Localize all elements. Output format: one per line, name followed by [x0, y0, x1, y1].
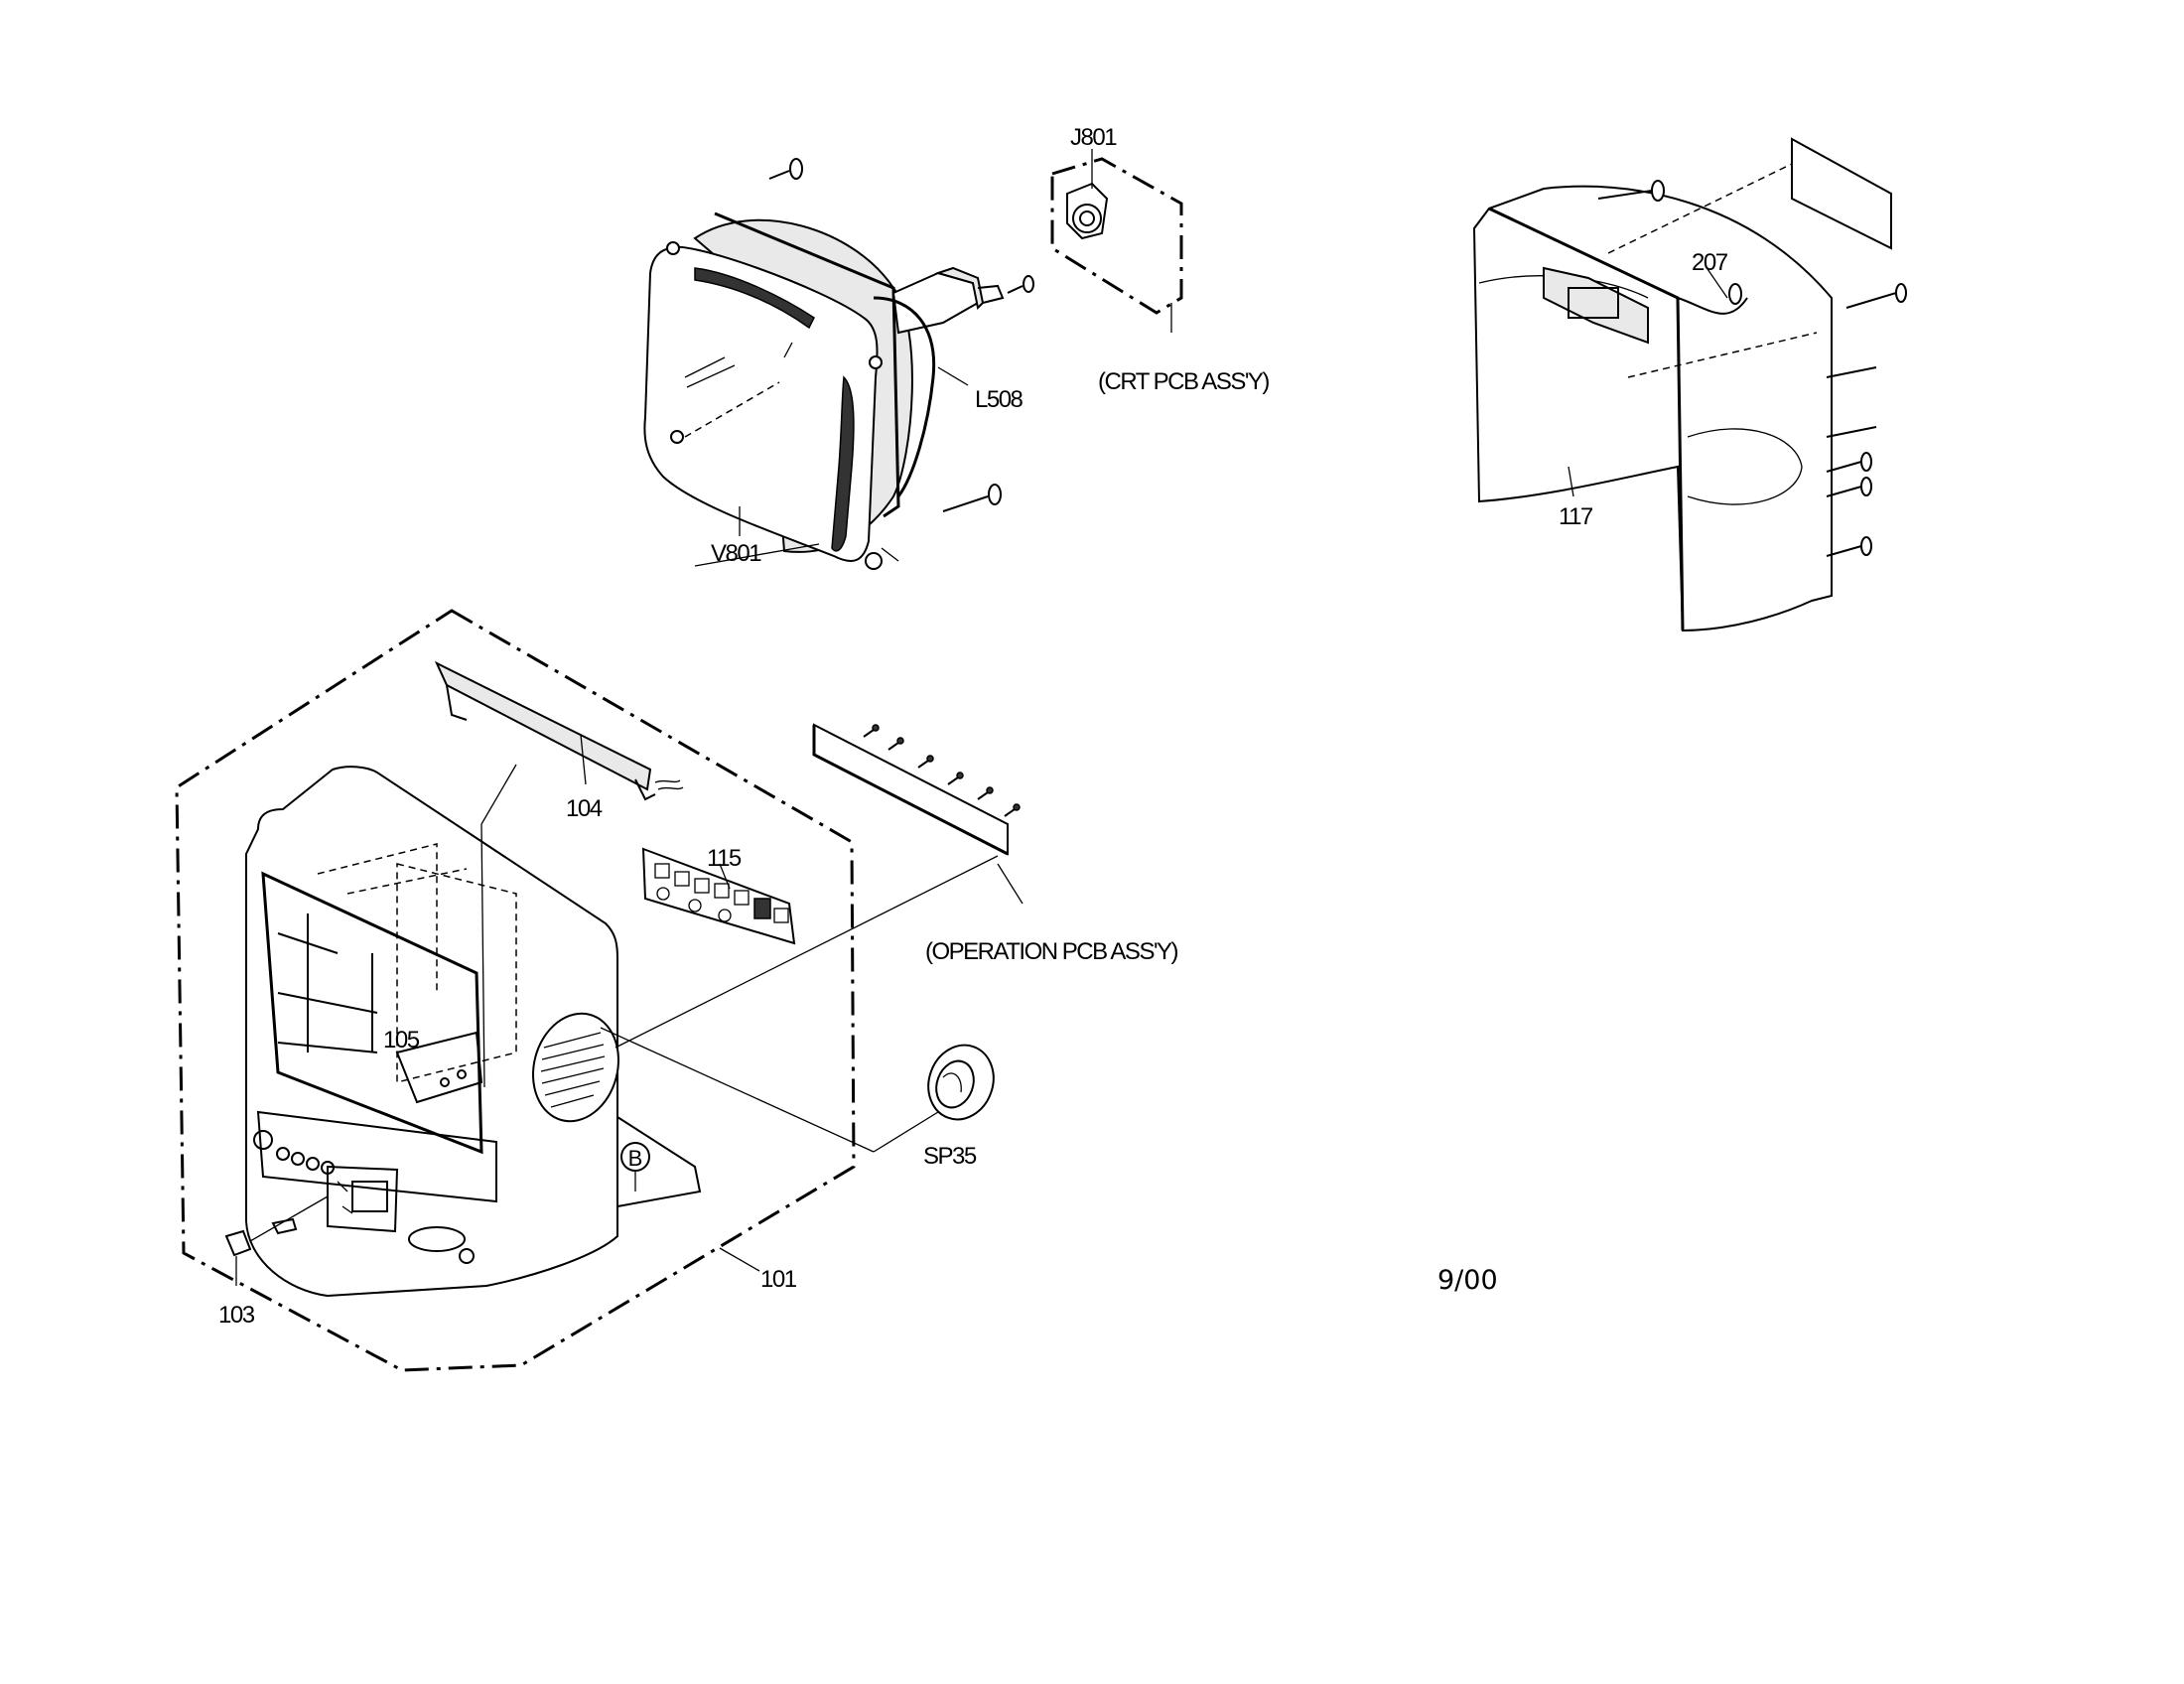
- part-115-board: [641, 847, 796, 945]
- label-j801: J801: [1070, 124, 1117, 151]
- label-101: 101: [760, 1266, 797, 1293]
- board-components: [654, 863, 789, 923]
- front-cabinet-assembly: B: [175, 609, 856, 1372]
- label-103: 103: [218, 1302, 255, 1329]
- part-103-knob: [224, 1195, 329, 1286]
- crt-picture-tube: [643, 158, 1034, 570]
- operation-pcb-assembly: [614, 723, 1024, 1049]
- label-115: 115: [707, 845, 742, 872]
- part-104-bracket: [434, 660, 684, 1088]
- b-mark: B: [620, 1142, 650, 1192]
- revision-date: 9/00: [1437, 1265, 1498, 1296]
- label-207: 207: [1692, 249, 1728, 276]
- speaker-grille: [540, 1032, 606, 1108]
- crt-pcb-assembly: [1050, 149, 1183, 333]
- label-crt-pcb: (CRT PCB ASS'Y): [1098, 368, 1269, 395]
- back-cabinet: [1472, 137, 1907, 632]
- speaker-sp35: [600, 1027, 995, 1153]
- label-l508: L508: [975, 386, 1024, 413]
- pcb-screws: [863, 724, 1021, 817]
- label-sp35: SP35: [923, 1143, 977, 1170]
- label-v801: V801: [711, 540, 761, 567]
- label-105: 105: [383, 1027, 420, 1053]
- label-117: 117: [1559, 503, 1593, 530]
- label-operation-pcb: (OPERATION PCB ASS'Y): [925, 938, 1178, 965]
- b-mark-text: B: [628, 1146, 643, 1171]
- label-104: 104: [566, 795, 603, 822]
- part-labels: J801 (CRT PCB ASS'Y) L508 V801 207 117 1…: [218, 124, 1729, 1329]
